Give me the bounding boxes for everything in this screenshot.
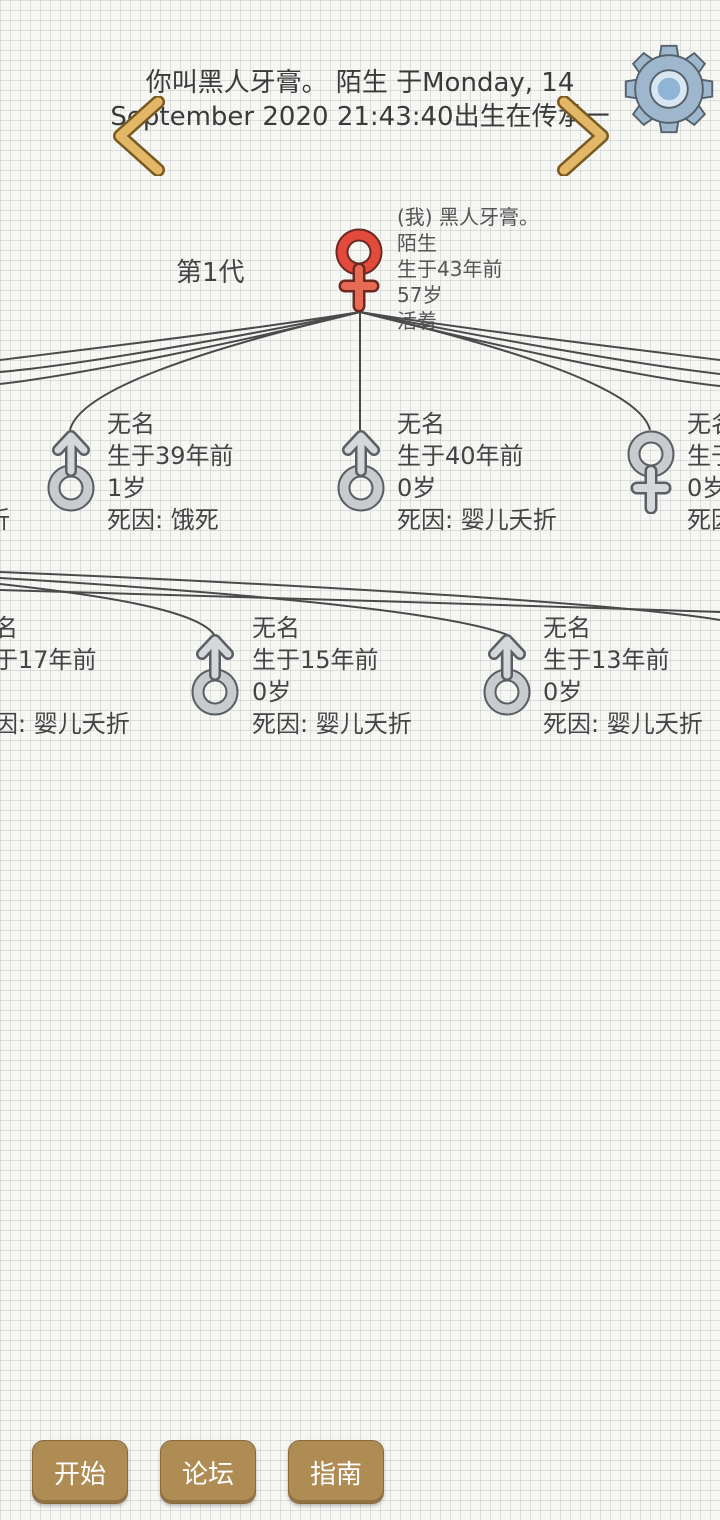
child-name: 无名 xyxy=(543,614,591,642)
header-line-2: September 2020 21:43:40出生在传承一 xyxy=(110,102,610,132)
header-line-1: 你叫黑人牙膏。 陌生 于Monday, 14 xyxy=(145,68,575,98)
child-born: 生于13年前 xyxy=(543,646,670,674)
guide-button[interactable]: 指南 xyxy=(288,1440,384,1504)
child-status: 死因: 婴儿夭折 xyxy=(543,710,703,738)
generation-label: 第1代 xyxy=(176,258,245,288)
child-status: 折 xyxy=(0,504,10,536)
child-age: 0岁 xyxy=(252,678,292,706)
forum-button[interactable]: 论坛 xyxy=(160,1440,256,1504)
child-born: 生于40年前 xyxy=(397,442,524,470)
child-status: 死因 xyxy=(687,506,720,534)
child-status: 因: 婴儿夭折 xyxy=(0,710,130,738)
child-info: 名 于17年前 因: 婴儿夭折 xyxy=(0,612,130,740)
child-status: 死因: 婴儿夭折 xyxy=(397,506,557,534)
child-info: 无名 生于39年前 1岁 死因: 饿死 xyxy=(107,408,234,536)
chevron-right-icon[interactable] xyxy=(546,96,610,176)
self-age: 57岁 xyxy=(397,283,443,307)
child-info: 无名 生于40年前 0岁 死因: 婴儿夭折 xyxy=(397,408,557,536)
child-name: 无名 xyxy=(107,410,155,438)
child-info: 折 xyxy=(0,504,10,536)
male-icon[interactable] xyxy=(334,430,388,514)
child-name: 名 xyxy=(0,614,18,642)
gear-icon[interactable] xyxy=(622,42,716,136)
male-icon[interactable] xyxy=(480,634,534,718)
male-icon[interactable] xyxy=(44,430,98,514)
child-info: 无名 生于13年前 0岁 死因: 婴儿夭折 xyxy=(543,612,720,740)
female-icon[interactable] xyxy=(332,228,386,312)
child-name: 无名 xyxy=(252,614,300,642)
child-age: 1岁 xyxy=(107,474,147,502)
child-info: 无名 生于15年前 0岁 死因: 婴儿夭折 xyxy=(252,612,412,740)
child-born: 生于39年前 xyxy=(107,442,234,470)
self-born: 生于43年前 xyxy=(397,257,503,281)
child-status: 死因: 婴儿夭折 xyxy=(252,710,412,738)
start-button[interactable]: 开始 xyxy=(32,1440,128,1504)
child-name: 无名 xyxy=(687,410,720,438)
chevron-left-icon[interactable] xyxy=(112,96,176,176)
child-age: 0岁 xyxy=(687,474,720,502)
child-age: 0岁 xyxy=(543,678,583,706)
self-info: (我) 黑人牙膏。 陌生 生于43年前 57岁 活着 xyxy=(397,204,539,334)
child-born: 生于15年前 xyxy=(252,646,379,674)
female-icon[interactable] xyxy=(624,430,678,514)
child-age: 0岁 xyxy=(397,474,437,502)
male-icon[interactable] xyxy=(188,634,242,718)
child-born: 生于 xyxy=(687,442,720,470)
child-name: 无名 xyxy=(397,410,445,438)
child-born: 于17年前 xyxy=(0,646,97,674)
birth-info-header: 你叫黑人牙膏。 陌生 于Monday, 14 September 2020 21… xyxy=(90,66,630,134)
child-age xyxy=(0,676,130,708)
self-title: (我) 黑人牙膏。 xyxy=(397,205,539,229)
child-status: 死因: 饿死 xyxy=(107,506,219,534)
self-surname: 陌生 xyxy=(397,231,437,255)
child-info: 无名 生于 0岁 死因 xyxy=(687,408,720,536)
self-status: 活着 xyxy=(397,309,437,333)
